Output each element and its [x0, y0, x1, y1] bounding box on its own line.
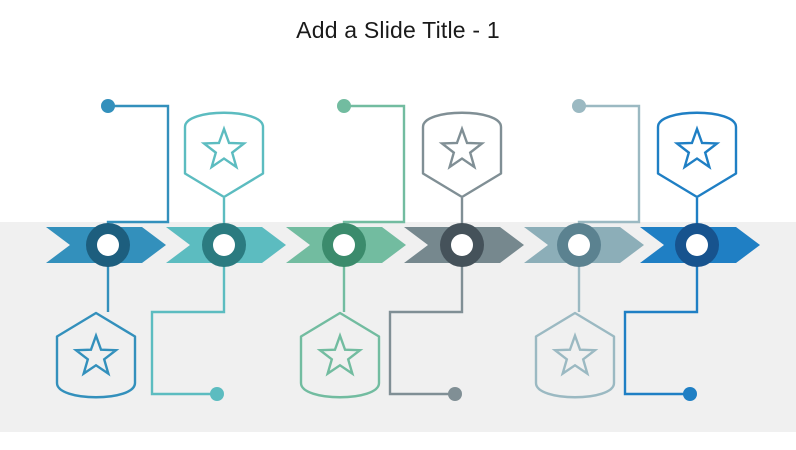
connector-line-6-lower: [623, 263, 699, 396]
ring-center-3: [333, 234, 355, 256]
dot-layer: [101, 99, 697, 401]
badge-6-top[interactable]: [656, 111, 738, 199]
connector-line-1-upper: [106, 104, 170, 227]
endpoint-dot-5[interactable]: [572, 99, 586, 113]
endpoint-dot-4[interactable]: [448, 387, 462, 401]
timeline-milestone-6[interactable]: [675, 223, 719, 267]
badge-layer: [55, 111, 738, 399]
ring-center-4: [451, 234, 473, 256]
connector-line-5-upper: [577, 104, 641, 227]
badge-2-top[interactable]: [183, 111, 265, 199]
star-icon: [551, 332, 599, 377]
badge-5-bottom[interactable]: [534, 311, 616, 399]
timeline-milestone-4[interactable]: [440, 223, 484, 267]
star-icon: [72, 332, 120, 377]
badge-outline-1: [55, 311, 137, 399]
badge-outline-2: [183, 111, 265, 199]
endpoint-dot-1[interactable]: [101, 99, 115, 113]
badge-outline-4: [421, 111, 503, 199]
timeline-milestone-3[interactable]: [322, 223, 366, 267]
ring-center-2: [213, 234, 235, 256]
ring-center-1: [97, 234, 119, 256]
badge-3-bottom[interactable]: [299, 311, 381, 399]
endpoint-dot-6[interactable]: [683, 387, 697, 401]
connector-line-2-lower: [150, 263, 226, 396]
ring-layer: [86, 223, 719, 267]
badge-4-top[interactable]: [421, 111, 503, 199]
ring-center-5: [568, 234, 590, 256]
badge-outline-3: [299, 311, 381, 399]
badge-outline-5: [534, 311, 616, 399]
arrow-layer: [46, 227, 760, 263]
badge-outline-6: [656, 111, 738, 199]
star-icon: [438, 125, 486, 170]
badge-1-bottom[interactable]: [55, 311, 137, 399]
star-icon: [316, 332, 364, 377]
endpoint-dot-2[interactable]: [210, 387, 224, 401]
page-title: Add a Slide Title - 1: [296, 17, 500, 43]
star-icon: [673, 125, 721, 170]
timeline-milestone-5[interactable]: [557, 223, 601, 267]
connector-line-3-upper: [342, 104, 406, 227]
timeline-milestone-1[interactable]: [86, 223, 130, 267]
ring-center-6: [686, 234, 708, 256]
endpoint-dot-3[interactable]: [337, 99, 351, 113]
star-icon: [200, 125, 248, 170]
timeline-milestone-2[interactable]: [202, 223, 246, 267]
connector-line-4-lower: [388, 263, 464, 396]
